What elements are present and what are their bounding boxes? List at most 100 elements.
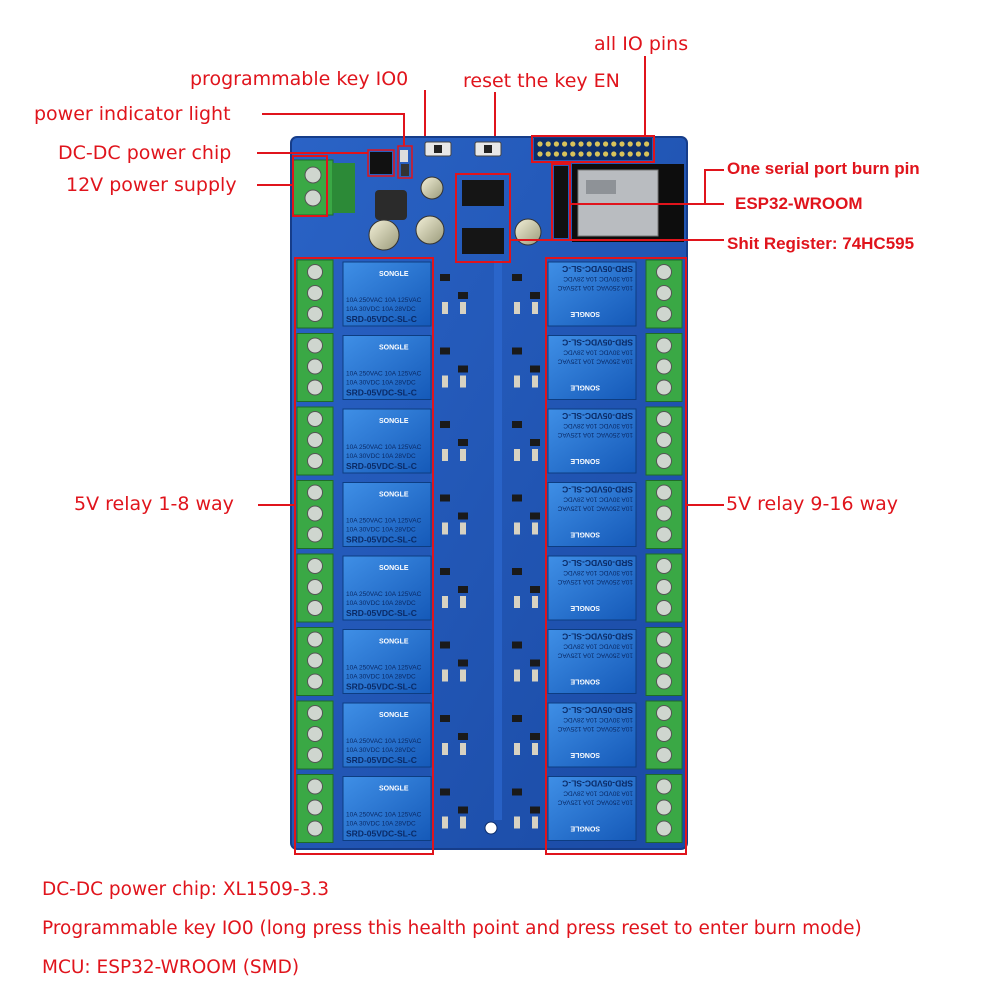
io-pin-header bbox=[534, 138, 652, 160]
relay-brand: SONGLE bbox=[379, 418, 409, 425]
relay bbox=[547, 702, 637, 768]
smd-resistor bbox=[532, 816, 538, 829]
relay bbox=[342, 555, 432, 621]
smd-resistor bbox=[514, 522, 520, 535]
relay-rating: 10A 250VAC 10A 125VAC bbox=[346, 371, 422, 378]
terminal-screw bbox=[307, 337, 323, 354]
highlight-shift bbox=[455, 173, 511, 263]
relay-rating: 10A 30VDC 10A 28VDC bbox=[563, 349, 633, 356]
terminal-screw bbox=[307, 631, 323, 648]
serial-burn-pins bbox=[554, 166, 568, 238]
terminal-screw bbox=[307, 778, 323, 795]
smd-transistor bbox=[530, 365, 540, 373]
relay-model: SRD-05VDC-SL-C bbox=[562, 338, 633, 348]
relay-model: SRD-05VDC-SL-C bbox=[346, 682, 417, 692]
terminal-screw bbox=[307, 505, 323, 522]
capacitor bbox=[415, 215, 445, 245]
smd-resistor bbox=[532, 669, 538, 682]
terminal-screw bbox=[656, 799, 672, 816]
relay-model: SRD-05VDC-SL-C bbox=[346, 314, 417, 324]
terminal-screw bbox=[656, 558, 672, 574]
io-pin bbox=[586, 141, 592, 147]
smd-transistor bbox=[440, 788, 450, 796]
smd-resistor bbox=[460, 596, 466, 608]
smd-transistor bbox=[458, 292, 468, 299]
smd-resistor bbox=[532, 375, 538, 388]
io-pin bbox=[553, 151, 560, 157]
smd-resistor bbox=[442, 375, 448, 388]
terminal-screw bbox=[307, 652, 323, 669]
smd-resistor bbox=[460, 816, 466, 829]
terminal-screw bbox=[656, 453, 672, 469]
terminal-screw bbox=[656, 631, 672, 648]
smd-transistor bbox=[440, 421, 450, 428]
io-pin bbox=[603, 141, 609, 147]
relay-rating: 10A 30VDC 10A 28VDC bbox=[346, 306, 416, 313]
relay-rating: 10A 30VDC 10A 28VDC bbox=[563, 569, 633, 576]
io-pin bbox=[619, 141, 625, 147]
io-pin bbox=[578, 141, 584, 147]
relay-model: SRD-05VDC-SL-C bbox=[346, 388, 417, 398]
inductor bbox=[375, 190, 407, 220]
label-serial-burn-pin: One serial port burn pin bbox=[727, 159, 920, 178]
terminal-screw bbox=[307, 453, 323, 469]
pcb-center-strip bbox=[494, 260, 502, 820]
terminal-screw bbox=[307, 264, 323, 280]
smd-resistor bbox=[460, 522, 466, 535]
terminal-screw bbox=[656, 652, 672, 669]
terminal-screw bbox=[656, 337, 672, 354]
relay-brand: SONGLE bbox=[379, 271, 409, 278]
smd-resistor bbox=[514, 449, 520, 461]
smd-resistor bbox=[532, 596, 538, 608]
io-pin bbox=[627, 141, 633, 147]
smd-transistor bbox=[458, 659, 468, 667]
io-pin bbox=[611, 151, 617, 157]
relay-rating: 10A 30VDC 10A 28VDC bbox=[346, 527, 416, 534]
relay bbox=[547, 335, 637, 400]
relay-rating: 10A 30VDC 10A 28VDC bbox=[346, 747, 416, 754]
smd-transistor bbox=[440, 494, 450, 502]
relay-brand: SONGLE bbox=[570, 457, 600, 464]
label-shift-register: Shit Register: 74HC595 bbox=[727, 234, 915, 253]
smd-resistor bbox=[514, 375, 520, 388]
terminal-screw bbox=[307, 411, 323, 427]
terminal-screw bbox=[656, 726, 672, 742]
relay-rating: 10A 250VAC 10A 125VAC bbox=[557, 578, 633, 585]
relay-rating: 10A 30VDC 10A 28VDC bbox=[563, 275, 633, 282]
label-reset-key: reset the key EN bbox=[463, 70, 620, 92]
label-esp32: ESP32-WROOM bbox=[735, 194, 863, 213]
smd-transistor bbox=[440, 568, 450, 575]
relay-rating: 10A 30VDC 10A 28VDC bbox=[346, 380, 416, 387]
io-pin bbox=[603, 151, 609, 157]
relay-brand: SONGLE bbox=[570, 678, 600, 685]
capacitor bbox=[514, 218, 542, 246]
terminal-screw bbox=[307, 484, 323, 501]
relay-model: SRD-05VDC-SL-C bbox=[562, 705, 633, 715]
relay bbox=[342, 335, 432, 400]
capacitor bbox=[420, 176, 444, 200]
smd-components bbox=[440, 274, 540, 829]
terminal-screw bbox=[656, 820, 672, 837]
smd-resistor bbox=[442, 743, 448, 755]
smd-resistor bbox=[442, 302, 448, 314]
smd-transistor bbox=[440, 347, 450, 355]
io-pin bbox=[545, 151, 551, 157]
io-pin bbox=[570, 151, 576, 157]
smd-resistor bbox=[460, 669, 466, 682]
relay-rating: 10A 250VAC 10A 125VAC bbox=[557, 505, 633, 512]
io-pin bbox=[578, 151, 584, 157]
smd-resistor bbox=[460, 743, 466, 755]
label-relay-left: 5V relay 1-8 way bbox=[74, 493, 234, 515]
relay-rating: 10A 30VDC 10A 28VDC bbox=[346, 674, 416, 681]
relay-rating: 10A 250VAC 10A 125VAC bbox=[557, 652, 633, 659]
smd-transistor bbox=[512, 494, 522, 502]
terminal-screw bbox=[307, 306, 323, 322]
smd-resistor bbox=[532, 302, 538, 314]
relay bbox=[342, 776, 432, 841]
smd-transistor bbox=[530, 733, 540, 740]
smd-transistor bbox=[512, 421, 522, 428]
relay-rating: 10A 250VAC 10A 125VAC bbox=[346, 812, 422, 819]
relay bbox=[547, 261, 637, 327]
terminal-screw bbox=[656, 411, 672, 427]
power-led bbox=[400, 150, 408, 162]
